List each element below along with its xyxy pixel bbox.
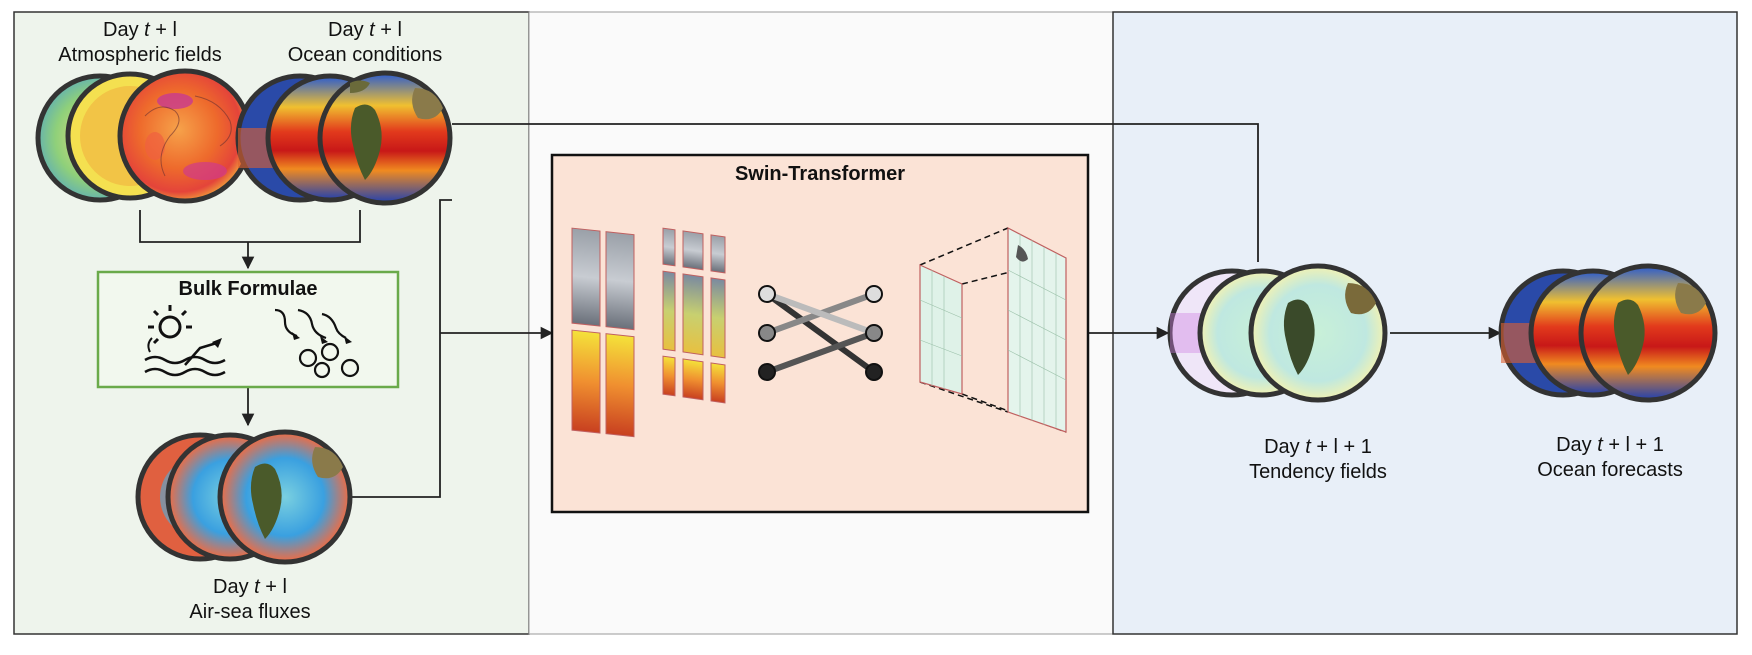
swin-transformer-box — [550, 153, 1090, 514]
time-variable: t — [254, 576, 260, 598]
tendency-fields-label: Day t + l + 1 Tendency fields — [1183, 435, 1453, 485]
day-text: Day — [328, 19, 370, 41]
attention-connections — [758, 285, 883, 381]
time-variable: t — [144, 19, 150, 41]
day-text: Day — [213, 576, 255, 598]
time-variable: t — [369, 19, 375, 41]
atmosphere-globe-icon — [35, 68, 253, 204]
tendency-globe-icon — [1167, 263, 1388, 403]
ocean-globe-icon — [235, 70, 453, 206]
sun-radiation-icon — [144, 305, 226, 377]
swin-transformer-title: Swin-Transformer — [734, 163, 906, 185]
day-text: Day — [103, 19, 145, 41]
field-name: Air-sea fluxes — [189, 601, 311, 623]
lead-text: + l + 1 — [1310, 436, 1372, 458]
wind-eddies-icon — [274, 308, 360, 379]
lead-text: + l — [259, 576, 287, 598]
field-name: Ocean conditions — [287, 44, 443, 66]
lead-text: + l + 1 — [1602, 434, 1664, 456]
time-variable: t — [1597, 434, 1603, 456]
window-shift-icon — [662, 227, 726, 404]
ocean-forecasts-label: Day t + l + 1 Ocean forecasts — [1475, 433, 1745, 483]
air-sea-fluxes-label: Day t + l Air-sea fluxes — [150, 575, 350, 625]
connector-lines — [139, 123, 1502, 498]
day-text: Day — [1556, 434, 1598, 456]
atmospheric-fields-label: Day t + l Atmospheric fields — [40, 18, 240, 68]
lead-text: + l — [149, 19, 177, 41]
field-name: Ocean forecasts — [1537, 459, 1683, 481]
bulk-formulae-box — [96, 270, 400, 389]
lead-text: + l — [374, 19, 402, 41]
flux-globe-icon — [135, 429, 353, 565]
field-name: Atmospheric fields — [58, 44, 222, 66]
attention-map-icon — [919, 227, 1067, 433]
field-name: Tendency fields — [1249, 461, 1387, 483]
day-text: Day — [1264, 436, 1306, 458]
bulk-formulae-title: Bulk Formulae — [178, 278, 318, 300]
ocean-conditions-label: Day t + l Ocean conditions — [265, 18, 465, 68]
forecast-globe-icon — [1498, 263, 1718, 403]
time-variable: t — [1305, 436, 1311, 458]
patch-grid-icon — [571, 227, 635, 438]
